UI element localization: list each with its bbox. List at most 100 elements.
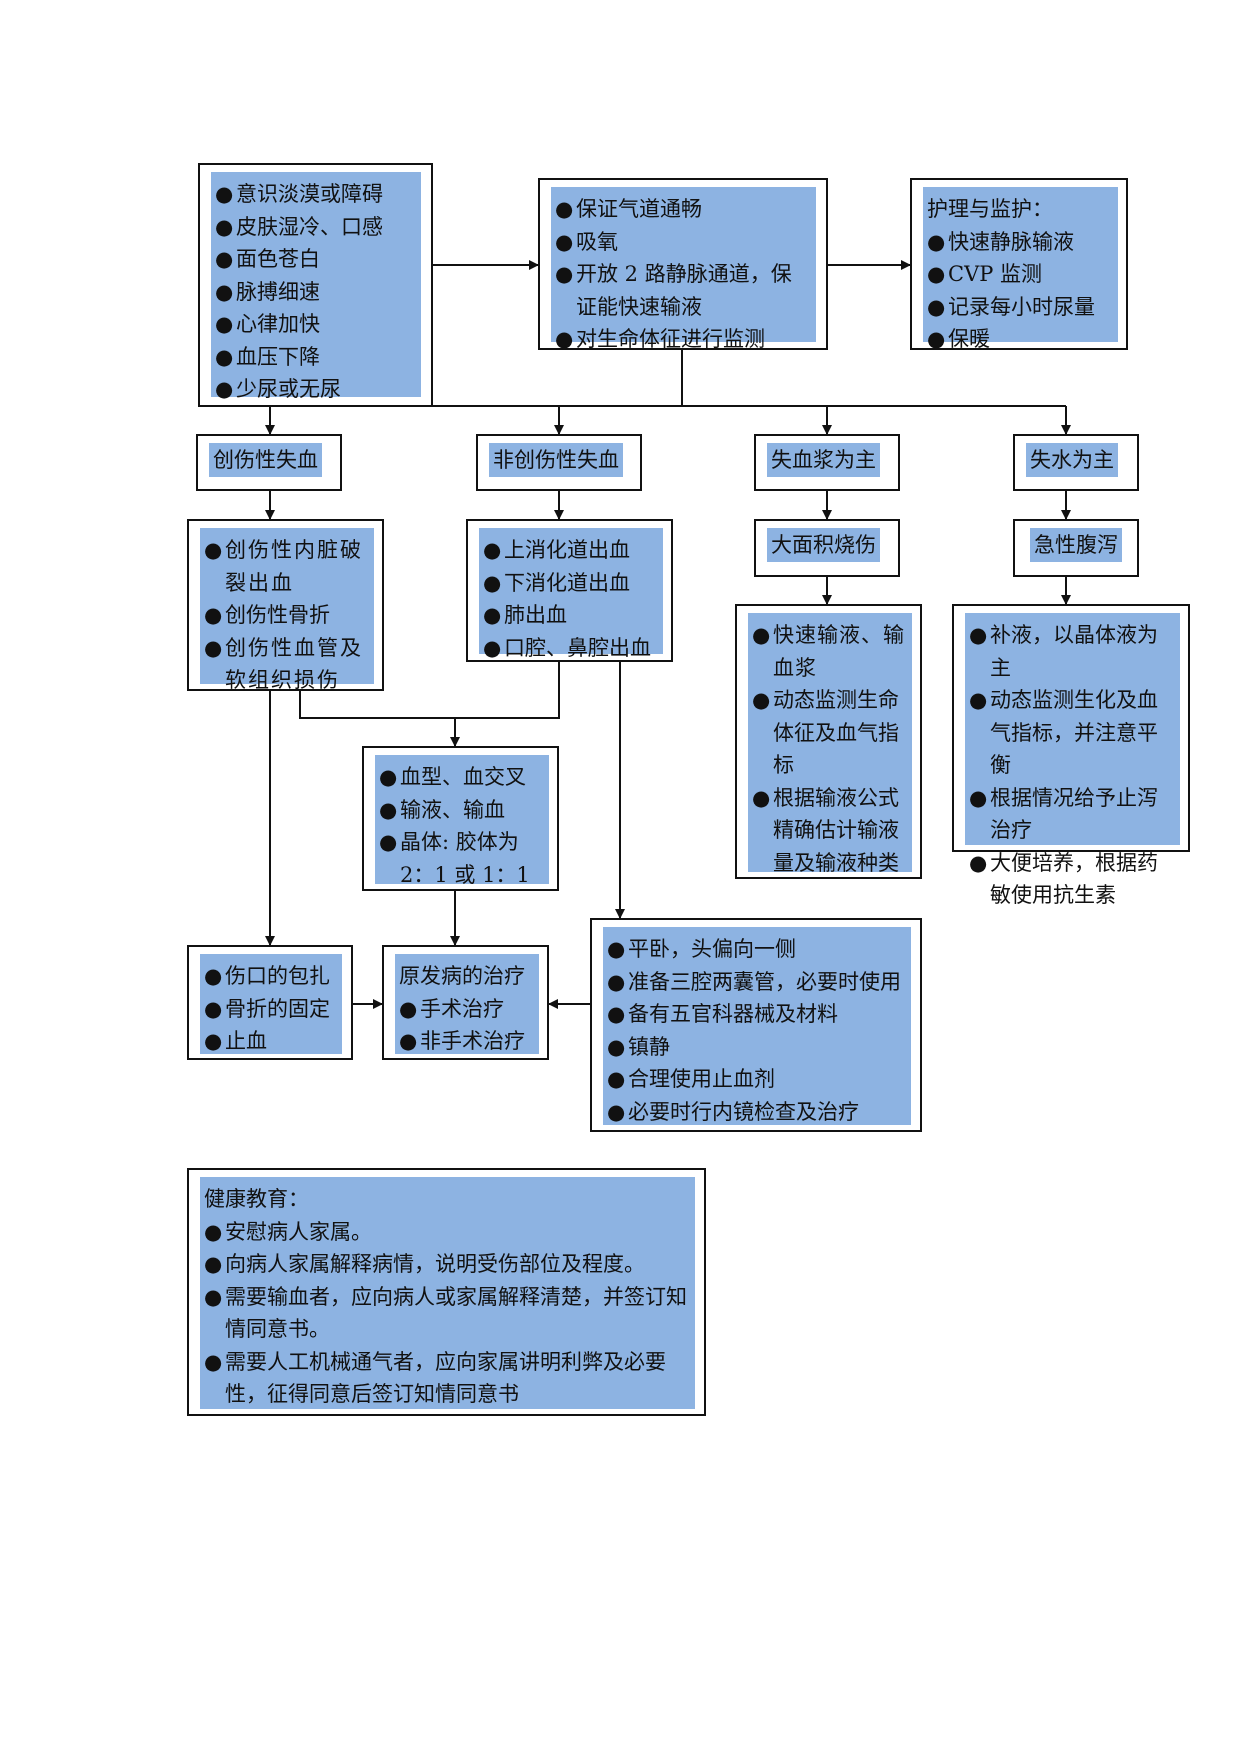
category-label: 非创伤性失血 xyxy=(489,443,623,477)
bullet-icon: ● xyxy=(969,850,988,875)
list-item: ●伤口的包扎 xyxy=(204,960,338,993)
list-item: ●少尿或无尿 xyxy=(215,373,417,406)
bullet-icon: ● xyxy=(927,327,946,351)
category-label: 失血浆为主 xyxy=(767,443,880,477)
list-item: ●意识淡漠或障碍 xyxy=(215,178,417,211)
merge-to-transfusion xyxy=(299,655,560,719)
diarrhea-label: 急性腹泻 xyxy=(1030,528,1122,562)
bullet-icon: ● xyxy=(215,312,234,336)
bullet-icon: ● xyxy=(969,785,988,810)
list-item: ●创伤性内脏破裂出血 xyxy=(204,534,370,599)
bullet-icon: ● xyxy=(204,635,223,660)
wound-care-list: ●伤口的包扎 ●骨折的固定 ●止血 xyxy=(200,954,342,1054)
bullet-icon: ● xyxy=(204,996,223,1021)
list-item: ●晶体: 胶体为 2：1 或 1：1 xyxy=(379,826,545,891)
bleeding-care-box: ●平卧，头偏向一侧 ●准备三腔两囊管，必要时使用 ●备有五官科器械及材料 ●镇静… xyxy=(590,918,922,1132)
list-item: ●动态监测生化及血气指标，并注意平衡 xyxy=(969,684,1176,782)
list-item: ●快速输液、输血浆 xyxy=(752,619,908,684)
bleeding-care-list: ●平卧，头偏向一侧 ●准备三腔两囊管，必要时使用 ●备有五官科器械及材料 ●镇静… xyxy=(603,927,911,1125)
burn-care-list: ●快速输液、输血浆 ●动态监测生命体征及血气指标 ●根据输液公式精确估计输液量及… xyxy=(748,613,912,875)
first-aid-list: ●保证气道通畅 ●吸氧 ●开放 2 路静脉通道，保证能快速输液 ●对生命体征进行… xyxy=(551,187,816,351)
bullet-icon: ● xyxy=(752,785,771,810)
list-item: ●对生命体征进行监测 xyxy=(555,323,812,356)
bullet-icon: ● xyxy=(927,294,946,319)
bullet-icon: ● xyxy=(215,182,234,206)
bullet-icon: ● xyxy=(215,247,234,271)
list-item: ●安慰病人家属。 xyxy=(204,1216,691,1249)
bullet-icon: ● xyxy=(215,377,234,401)
bullet-icon: ● xyxy=(607,1034,626,1059)
nursing-box: 护理与监护： ●快速静脉输液 ●CVP 监测 ●记录每小时尿量 ●保暖 xyxy=(910,178,1128,351)
bullet-icon: ● xyxy=(607,937,626,961)
water-loss-box: 失水为主 xyxy=(1013,434,1139,491)
symptoms-box: ●意识淡漠或障碍 ●皮肤湿冷、口感 ●面色苍白 ●脉搏细速 ●心律加快 ●血压下… xyxy=(198,163,433,407)
list-item: ●吸氧 xyxy=(555,226,812,259)
list-item: ●手术治疗 xyxy=(399,993,535,1026)
transfusion-list: ●血型、血交叉 ●输液、输血 ●晶体: 胶体为 2：1 或 1：1 xyxy=(375,755,549,887)
bullet-icon: ● xyxy=(204,1252,223,1276)
health-education-box: 健康教育： ●安慰病人家属。 ●向病人家属解释病情，说明受伤部位及程度。 ●需要… xyxy=(187,1168,706,1416)
list-item: ●创伤性血管及软组织损伤 xyxy=(204,632,370,697)
list-item: ●备有五官科器械及材料 xyxy=(607,998,907,1031)
health-education-list: 健康教育： ●安慰病人家属。 ●向病人家属解释病情，说明受伤部位及程度。 ●需要… xyxy=(200,1177,695,1409)
bullet-icon: ● xyxy=(483,603,502,627)
bullet-icon: ● xyxy=(204,1284,223,1309)
list-item: ●血压下降 xyxy=(215,341,417,374)
list-item: ●脉搏细速 xyxy=(215,276,417,309)
list-item: ●心律加快 xyxy=(215,308,417,341)
bullet-icon: ● xyxy=(204,538,223,562)
list-item: ●保证气道通畅 xyxy=(555,193,812,226)
bullet-icon: ● xyxy=(379,797,398,822)
bullet-icon: ● xyxy=(607,1099,626,1124)
transfusion-box: ●血型、血交叉 ●输液、输血 ●晶体: 胶体为 2：1 或 1：1 xyxy=(362,746,559,891)
list-item: ●镇静 xyxy=(607,1031,907,1064)
bullet-icon: ● xyxy=(555,197,574,221)
diarrhea-care-list: ●补液，以晶体液为主 ●动态监测生化及血气指标，并注意平衡 ●根据情况给予止泻治… xyxy=(965,613,1180,907)
list-item: ●根据情况给予止泻治疗 xyxy=(969,782,1176,847)
list-item: ●补液，以晶体液为主 xyxy=(969,619,1176,684)
category-label: 失水为主 xyxy=(1026,443,1118,477)
bullet-icon: ● xyxy=(215,279,234,304)
category-label: 创伤性失血 xyxy=(209,443,322,477)
diarrhea-care-box: ●补液，以晶体液为主 ●动态监测生化及血气指标，并注意平衡 ●根据情况给予止泻治… xyxy=(952,604,1190,907)
bullet-icon: ● xyxy=(215,214,234,239)
list-item: ●面色苍白 xyxy=(215,243,417,276)
bullet-icon: ● xyxy=(399,1029,418,1053)
list-item: ●非手术治疗 xyxy=(399,1025,535,1058)
nontraumatic-blood-loss-box: 非创伤性失血 xyxy=(476,434,642,491)
bullet-icon: ● xyxy=(204,1349,223,1374)
first-aid-box: ●保证气道通畅 ●吸氧 ●开放 2 路静脉通道，保证能快速输液 ●对生命体征进行… xyxy=(538,178,828,351)
list-item: ●平卧，头偏向一侧 xyxy=(607,933,907,966)
list-item: ●血型、血交叉 xyxy=(379,761,545,794)
bullet-icon: ● xyxy=(399,996,418,1021)
list-item: ●创伤性骨折 xyxy=(204,599,370,632)
nursing-list: 护理与监护： ●快速静脉输液 ●CVP 监测 ●记录每小时尿量 ●保暖 xyxy=(923,187,1118,351)
list-item: ●合理使用止血剂 xyxy=(607,1063,907,1096)
list-item: ●口腔、鼻腔出血 xyxy=(483,632,659,665)
list-item: ●皮肤湿冷、口感 xyxy=(215,211,417,244)
plasma-loss-box: 失血浆为主 xyxy=(754,434,900,491)
bullet-icon: ● xyxy=(752,623,771,647)
bullet-icon: ● xyxy=(969,623,988,647)
bullet-icon: ● xyxy=(215,344,234,369)
burn-care-box: ●快速输液、输血浆 ●动态监测生命体征及血气指标 ●根据输液公式精确估计输液量及… xyxy=(735,604,922,879)
list-item: ●动态监测生命体征及血气指标 xyxy=(752,684,908,782)
nontraumatic-causes-list: ●上消化道出血 ●下消化道出血 ●肺出血 ●口腔、鼻腔出血 xyxy=(479,528,663,660)
diarrhea-box: 急性腹泻 xyxy=(1013,519,1139,577)
list-item: ●保暖 xyxy=(927,323,1114,356)
list-item: ●向病人家属解释病情，说明受伤部位及程度。 xyxy=(204,1248,691,1281)
list-item: ●需要输血者，应向病人或家属解释清楚，并签订知情同意书。 xyxy=(204,1281,691,1346)
primary-treatment-title: 原发病的治疗 xyxy=(399,964,525,988)
burn-box: 大面积烧伤 xyxy=(754,519,900,577)
wound-care-box: ●伤口的包扎 ●骨折的固定 ●止血 xyxy=(187,945,353,1060)
list-item: ●记录每小时尿量 xyxy=(927,291,1114,324)
bullet-icon: ● xyxy=(483,635,502,660)
bullet-icon: ● xyxy=(483,570,502,595)
bullet-icon: ● xyxy=(204,964,223,988)
list-item: ●需要人工机械通气者，应向家属讲明利弊及必要性，征得同意后签订知情同意书 xyxy=(204,1346,691,1411)
primary-treatment-box: 原发病的治疗 ●手术治疗 ●非手术治疗 xyxy=(382,945,549,1060)
health-education-title: 健康教育： xyxy=(204,1187,309,1211)
bullet-icon: ● xyxy=(204,1029,223,1053)
symptoms-list: ●意识淡漠或障碍 ●皮肤湿冷、口感 ●面色苍白 ●脉搏细速 ●心律加快 ●血压下… xyxy=(211,172,421,401)
bullet-icon: ● xyxy=(607,1067,626,1091)
